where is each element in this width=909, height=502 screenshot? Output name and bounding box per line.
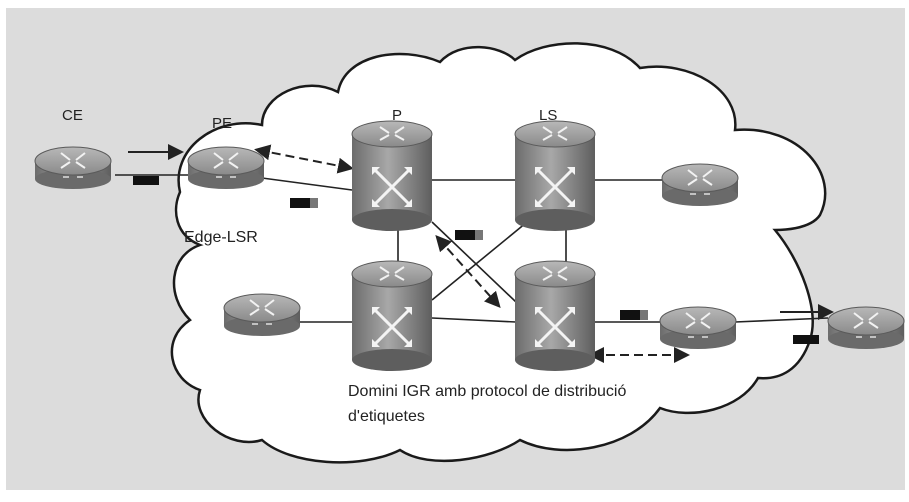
label-switch-router-icon: [351, 260, 433, 371]
router-icon: [34, 146, 112, 189]
mpls-label-icon: [290, 198, 318, 208]
label-switch-router-icon: [514, 260, 596, 371]
arrow-pe-p-bidirectional: [254, 144, 354, 174]
label-p: P: [392, 107, 402, 124]
router-icon: [223, 293, 301, 336]
link-pe-p: [261, 177, 353, 191]
label-switch-router-icon: [351, 120, 433, 231]
mpls-label-icon: [455, 230, 483, 240]
link-bottom-center-bottom-right: [431, 317, 517, 323]
mpls-label-icon: [793, 335, 819, 344]
label-ce: CE: [62, 107, 83, 124]
link-edge-router-external: [734, 317, 829, 323]
mpls-label-icon: [620, 310, 648, 320]
arrow-p-bottom-right-bidirectional: [435, 235, 501, 308]
mpls-label-icon: [133, 176, 159, 185]
arrows: [128, 144, 834, 363]
label-edge-lsr: Edge-LSR: [184, 229, 258, 246]
label-pe: PE: [212, 115, 232, 132]
devices: [34, 120, 905, 371]
label-ls: LS: [539, 107, 557, 124]
router-icon: [827, 306, 905, 349]
label-tags: [133, 176, 819, 344]
router-icon: [659, 306, 737, 349]
label-switch-router-icon: [514, 120, 596, 231]
router-icon: [187, 146, 265, 189]
label-domain-line2: d'etiquetes: [348, 408, 425, 425]
router-icon: [661, 163, 739, 206]
label-domain-line1: Domini IGR amb protocol de distribució: [348, 383, 626, 400]
